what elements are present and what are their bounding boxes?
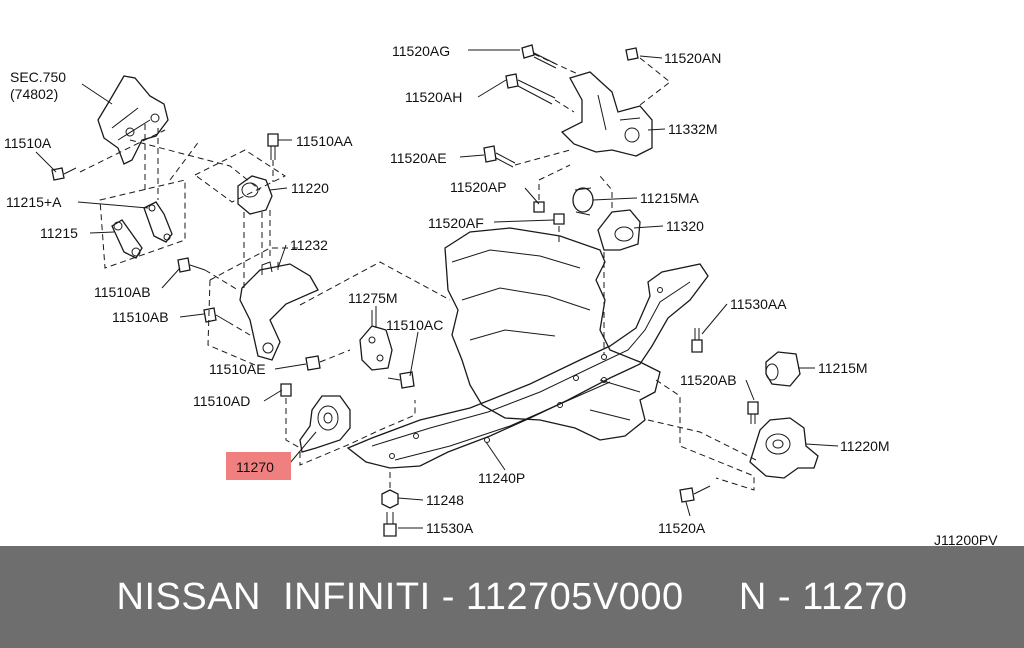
bolt-11530aa [691,328,703,353]
label-11520ap: 11520AP [450,179,507,195]
parts-diagram: SEC.750 (74802) 11520AG 11520AN 11520AH … [4,43,999,546]
bolt-11510ab-2 [203,307,251,336]
label-11520an: 11520AN [664,50,721,66]
label-11520ag: 11520AG [392,43,450,59]
label-11520af: 11520AF [428,215,484,231]
mount-11220 [237,175,273,290]
label-11240p: 11240P [478,470,525,486]
part-number-banner: NISSAN INFINITI - 112705V000 N - 11270 [0,546,1024,648]
label-11220: 11220 [291,180,329,196]
bolt-11510ad [280,383,292,397]
label-11270: 11270 [236,459,274,475]
label-11520ae-top: 11520AE [390,150,447,166]
bolt-11520ab [747,401,759,424]
bracket-11232 [207,247,319,366]
label-11510aa: 11510AA [296,133,353,149]
insulator-11215m [765,351,801,387]
label-11530aa: 11530AA [730,296,787,312]
label-11215: 11215 [40,225,78,241]
bolt-11520ah [505,73,575,113]
label-11215a: 11215+A [6,194,62,210]
figure-code: J11200PV [934,532,998,546]
bolt-11520af [553,213,565,246]
label-11232: 11232 [290,237,328,253]
label-11215m: 11215M [818,360,868,376]
engine-block [444,227,661,441]
label-11220m: 11220M [840,438,890,454]
link-11215a [143,201,173,243]
label-11510a: 11510A [4,135,52,151]
mount-11220m [647,379,819,491]
bolt-11520ag [521,44,581,76]
label-11520a: 11520A [658,520,706,536]
mount-11270 [285,395,416,466]
crossmember-11240p [346,263,709,469]
mount-11320 [597,175,641,355]
bracket-11332m [560,71,653,157]
bolt-11530a [383,512,397,537]
label-11275m: 11275M [348,290,398,306]
sec-ref-line2: (74802) [10,86,58,102]
plate-dashed [99,149,287,269]
leader-lines [35,49,839,529]
labels: SEC.750 (74802) 11520AG 11520AN 11520AH … [4,43,998,546]
label-11248: 11248 [426,492,464,508]
sec750-bracket [79,75,261,200]
label-11530a: 11530A [426,520,474,536]
sec-ref-line1: SEC.750 [10,69,66,85]
bolt-11510ab-1 [177,257,239,291]
bolt-11510aa [267,133,279,182]
bolt-11510a [51,167,77,181]
label-11510ab-2: 11510AB [112,309,169,325]
label-11520ab: 11520AB [680,372,737,388]
bolt-11520a [679,485,711,503]
bolt-11520ae-top [483,145,571,168]
part-number-text: NISSAN INFINITI - 112705V000 N - 11270 [116,575,908,618]
label-11320: 11320 [666,218,704,234]
washer-11215ma [572,187,594,216]
nut-11248 [381,470,399,509]
link-11215 [111,219,143,259]
label-11520ah: 11520AH [405,89,462,105]
label-11215ma: 11215MA [640,190,700,206]
label-11510ab-1: 11510AB [94,284,151,300]
label-11510ac: 11510AC [386,317,443,333]
bolt-11520an [625,47,671,106]
bolt-11510ac [387,371,415,389]
bolt-11520ap [533,164,571,213]
label-11510ae-mid: 11510AE [209,361,266,377]
label-11510ad: 11510AD [193,393,250,409]
bracket-11275m [299,261,451,371]
bolt-11510ae-mid [305,349,351,371]
highlight-11270 [226,452,291,480]
label-11332m: 11332M [668,121,718,137]
